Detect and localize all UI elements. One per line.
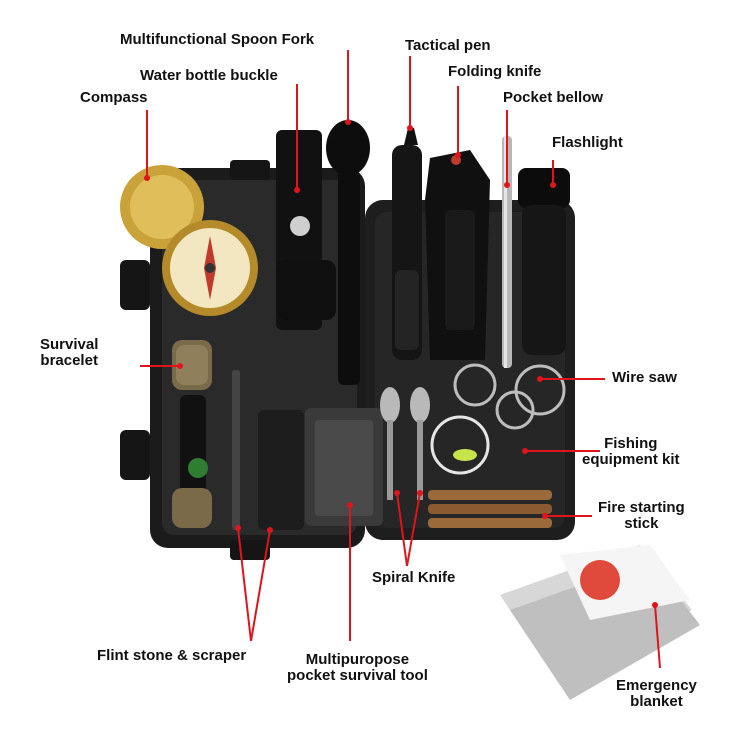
wire-saw-icon [453,363,566,430]
pointer-dots [144,119,658,608]
flint-icon [220,350,304,530]
pointer-lines [140,50,661,669]
label-fire-starting-stick: Fire starting stick [598,499,685,532]
label-emergency-blanket: Emergency blanket [616,677,697,710]
fishing-kit-icon [430,415,490,475]
label-multipurpose-tool: Multipuropose pocket survival tool [287,651,428,684]
card-tool-icon [305,408,383,526]
label-wire-saw: Wire saw [612,369,677,386]
spoon-fork-icon [326,120,370,385]
label-tactical-pen: Tactical pen [405,37,491,54]
compass-icon [120,165,258,316]
label-pocket-bellow: Pocket bellow [503,89,604,106]
fire-stick-icon [428,490,552,528]
label-folding-knife: Folding knife [448,63,542,80]
label-fishing-kit: Fishing equipment kit [582,435,680,468]
blanket-icon [500,545,700,700]
pen-icon [392,128,422,360]
label-survival-bracelet: Survival bracelet [40,336,99,369]
label-water-bottle-buckle: Water bottle buckle [140,67,278,84]
label-compass: Compass [80,89,148,106]
flashlight-icon [518,168,570,355]
label-spoon-fork: Multifunctional Spoon Fork [120,31,315,48]
knife-icon [425,150,490,360]
label-spiral-knife: Spiral Knife [372,569,456,586]
buckle-icon [276,130,336,330]
bellow-icon [502,136,512,368]
label-flint-stone: Flint stone & scraper [97,647,247,664]
spiral-knife-icon [380,387,430,500]
bracelet-icon [172,340,212,528]
label-flashlight: Flashlight [552,134,623,151]
